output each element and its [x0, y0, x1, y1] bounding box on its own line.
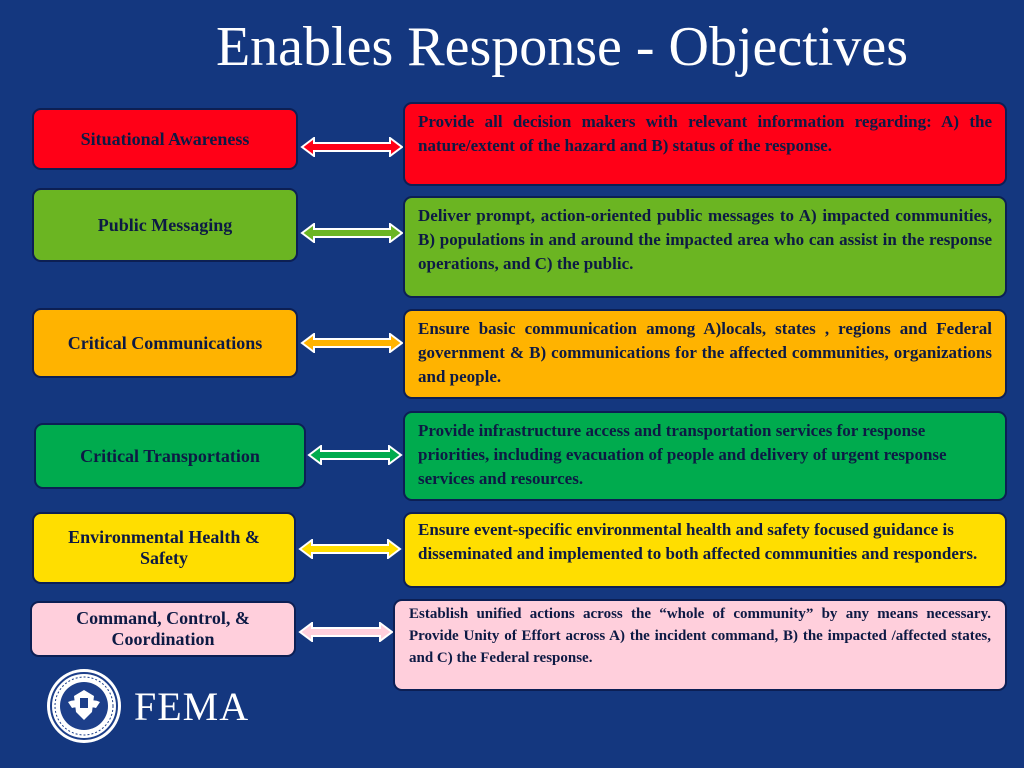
double-arrow-icon: [300, 223, 404, 243]
description-public-messaging: Deliver prompt, action-oriented public m…: [403, 196, 1007, 298]
double-arrow-icon: [300, 137, 404, 157]
double-arrow-icon: [307, 445, 403, 465]
label-situational-awareness: Situational Awareness: [32, 108, 298, 170]
label-public-messaging: Public Messaging: [32, 188, 298, 262]
label-environmental-health-safety: Environmental Health & Safety: [32, 512, 296, 584]
double-arrow-icon: [298, 622, 394, 642]
double-arrow-icon: [298, 539, 402, 559]
slide-title: Enables Response - Objectives: [215, 16, 909, 78]
double-arrow-icon: [300, 333, 404, 353]
description-environmental-health-safety: Ensure event-specific environmental heal…: [403, 512, 1007, 588]
dhs-seal-icon: [47, 669, 121, 743]
label-critical-communications: Critical Communications: [32, 308, 298, 378]
description-situational-awareness: Provide all decision makers with relevan…: [403, 102, 1007, 186]
description-command-control-coordination: Establish unified actions across the “wh…: [393, 599, 1007, 691]
description-critical-communications: Ensure basic communication among A)local…: [403, 309, 1007, 399]
description-critical-transportation: Provide infrastructure access and transp…: [403, 411, 1007, 501]
label-critical-transportation: Critical Transportation: [34, 423, 306, 489]
fema-logo-text: FEMA: [134, 684, 250, 729]
label-command-control-coordination: Command, Control, & Coordination: [30, 601, 296, 657]
